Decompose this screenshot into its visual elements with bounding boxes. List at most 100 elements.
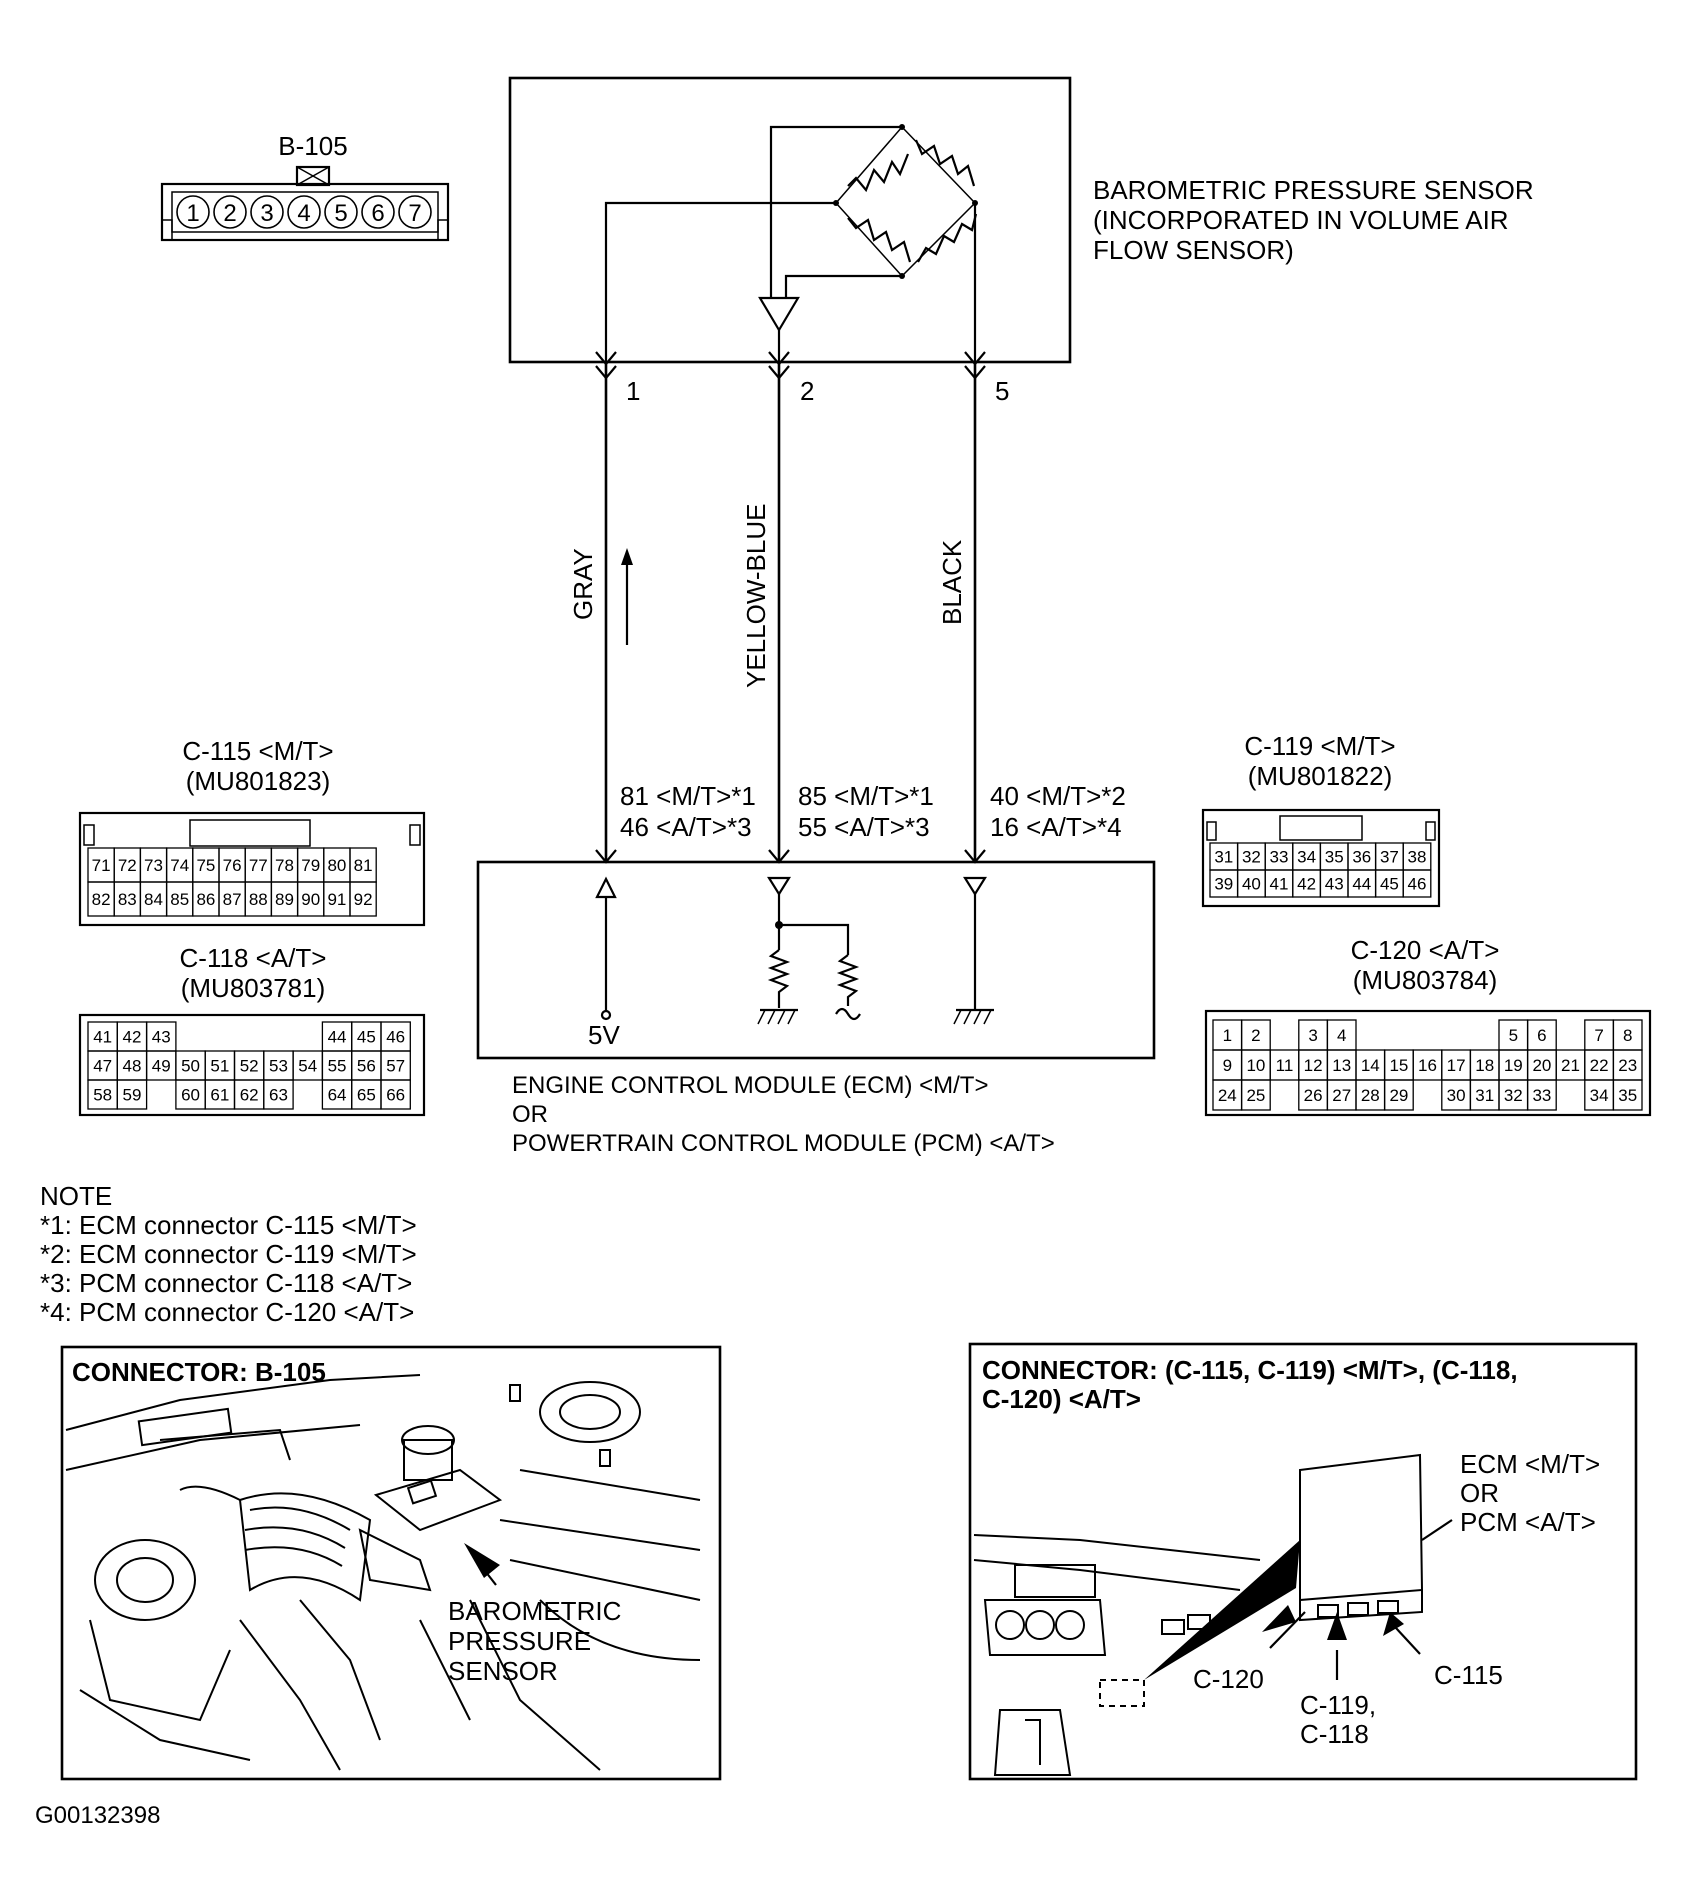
harness-wires: 1 2 5 GRAY YELLOW-BLUE BLACK 81 <M/T>*1 …: [568, 351, 1126, 864]
pin-number: 78: [275, 856, 294, 875]
panel-right-ecm-line-3: PCM <A/T>: [1460, 1507, 1596, 1537]
pin-number: 83: [118, 890, 137, 909]
terminal-1: 1: [626, 376, 640, 406]
ecm-box: 5V ENGINE CONTROL MODULE (ECM) <M/T> OR …: [476, 860, 1156, 1157]
pin-number: 58: [93, 1086, 112, 1105]
pin-number: 11: [1276, 1056, 1294, 1075]
figure-id: G00132398: [35, 1802, 160, 1829]
b105-pin-number: 6: [371, 200, 384, 227]
pin-number: 30: [1447, 1086, 1466, 1105]
ecm-5v-label: 5V: [588, 1020, 620, 1050]
pin-cell: [349, 881, 377, 917]
ecm-pin-yb-mt: 85 <M/T>*1: [798, 781, 934, 811]
pin-number: 5: [1509, 1026, 1518, 1045]
wire-label-yellow-blue: YELLOW-BLUE: [741, 504, 771, 688]
terminal-5: 5: [995, 376, 1009, 406]
pin-number: 64: [328, 1086, 347, 1105]
pin-number: 34: [1297, 848, 1316, 867]
note-2: *2: ECM connector C-119 <M/T>: [40, 1239, 417, 1269]
panel-right-c119-line-2: C-118: [1300, 1719, 1369, 1749]
pin-number: 75: [196, 856, 215, 875]
pin-number: 2: [1251, 1026, 1260, 1045]
pin-number: 33: [1532, 1086, 1551, 1105]
sensor-title-line-2: (INCORPORATED IN VOLUME AIR: [1093, 205, 1509, 235]
pin-number: 15: [1389, 1056, 1408, 1075]
pin-cell: [1526, 1079, 1557, 1111]
panel-right-title-line-1: CONNECTOR: (C-115, C-119) <M/T>, (C-118,: [982, 1355, 1518, 1385]
sensor-title-line-3: FLOW SENSOR): [1093, 235, 1294, 265]
pin-number: 47: [93, 1057, 112, 1076]
pin-number: 31: [1214, 848, 1233, 867]
pin-number: 46: [1408, 875, 1427, 894]
ecm-title-line-1: ENGINE CONTROL MODULE (ECM) <M/T>: [512, 1072, 988, 1099]
b105-pin: [398, 195, 432, 229]
b105-pin-number: 3: [260, 200, 273, 227]
pin-number: 3: [1308, 1026, 1317, 1045]
b105-pin-number: 2: [223, 200, 236, 227]
pin-number: 8: [1623, 1026, 1632, 1045]
ecm-pin-yb-at: 55 <A/T>*3: [798, 812, 930, 842]
pin-number: 40: [1242, 875, 1261, 894]
panel-right-c115: C-115: [1434, 1660, 1503, 1690]
b105-pin: [250, 195, 284, 229]
pin-number: 4: [1337, 1026, 1346, 1045]
pin-number: 74: [170, 856, 189, 875]
pin-number: 56: [357, 1057, 376, 1076]
callout-line-3: SENSOR: [448, 1656, 558, 1686]
pin-number: 31: [1475, 1086, 1494, 1105]
c118-part: (MU803781): [181, 973, 326, 1003]
pin-number: 59: [122, 1086, 141, 1105]
pin-number: 20: [1532, 1056, 1551, 1075]
pin-number: 54: [298, 1057, 317, 1076]
b105-pin-number: 5: [334, 200, 347, 227]
engine-bay-illustration: [65, 1374, 701, 1771]
ecm-pin-black-at: 16 <A/T>*4: [990, 812, 1122, 842]
panel-right-c119-line-1: C-119,: [1300, 1690, 1376, 1720]
c118-name: C-118 <A/T>: [180, 943, 327, 973]
pin-number: 25: [1246, 1086, 1265, 1105]
b105-pin-number: 4: [297, 200, 310, 227]
c119-name: C-119 <M/T>: [1244, 731, 1395, 761]
pin-number: 42: [122, 1028, 141, 1047]
pin-number: 48: [122, 1057, 141, 1076]
b105-pin: [361, 195, 395, 229]
pin-number: 6: [1537, 1026, 1546, 1045]
c119-part: (MU801822): [1248, 761, 1393, 791]
pin-number: 35: [1325, 848, 1344, 867]
pin-number: 73: [144, 856, 163, 875]
c115-part: (MU801823): [186, 766, 331, 796]
pin-number: 36: [1352, 848, 1371, 867]
ecm-title-line-2: OR: [512, 1101, 548, 1128]
note-1: *1: ECM connector C-115 <M/T>: [40, 1210, 417, 1240]
ecm-pin-gray-mt: 81 <M/T>*1: [620, 781, 756, 811]
sensor-title-line-1: BAROMETRIC PRESSURE SENSOR: [1093, 175, 1534, 205]
arrow-c120-icon: [1269, 1611, 1306, 1649]
arrow-c115-icon: [1395, 1627, 1421, 1655]
pin-number: 84: [144, 890, 163, 909]
pin-number: 88: [249, 890, 268, 909]
pin-number: 28: [1361, 1086, 1380, 1105]
pin-number: 81: [354, 856, 373, 875]
pin-number: 27: [1332, 1086, 1351, 1105]
sensor-box: BAROMETRIC PRESSURE SENSOR (INCORPORATED…: [508, 76, 1534, 364]
pin-number: 85: [170, 890, 189, 909]
pin-number: 42: [1297, 875, 1316, 894]
pin-number: 35: [1618, 1086, 1637, 1105]
c120-part: (MU803784): [1353, 965, 1498, 995]
pin-number: 44: [1352, 875, 1371, 894]
ecm-pin-black-mt: 40 <M/T>*2: [990, 781, 1126, 811]
pin-number: 45: [357, 1028, 376, 1047]
note-4: *4: PCM connector C-120 <A/T>: [40, 1297, 414, 1327]
pin-cell: [380, 1079, 411, 1110]
pin-number: 50: [181, 1057, 200, 1076]
wire-label-black: BLACK: [937, 539, 967, 625]
pin-number: 33: [1270, 848, 1289, 867]
pin-number: 45: [1380, 875, 1399, 894]
